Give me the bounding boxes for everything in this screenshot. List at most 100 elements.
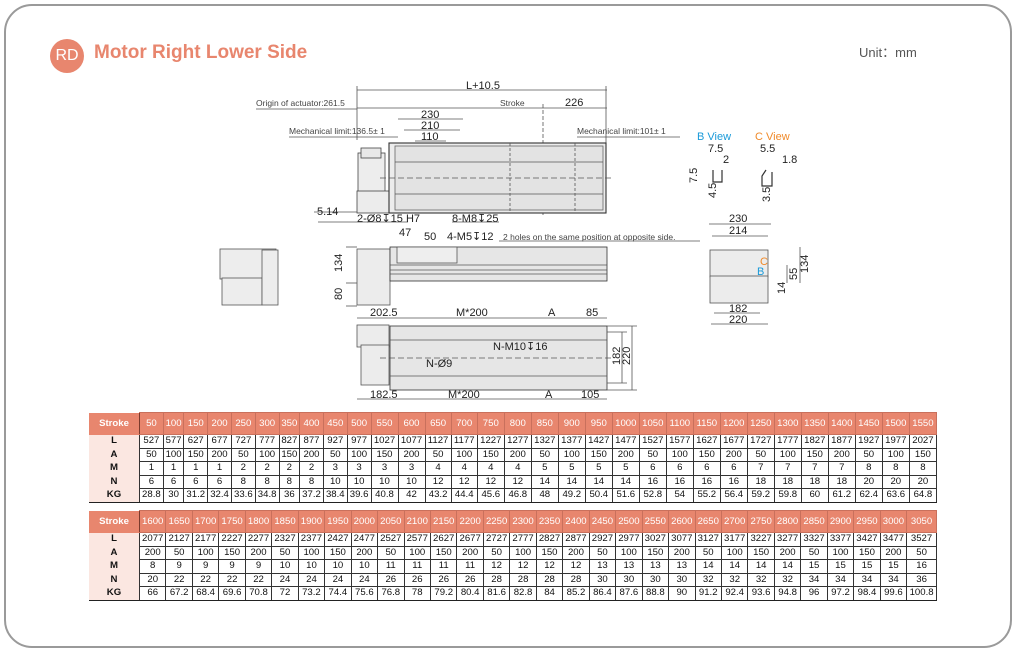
- table-cell: 4: [450, 461, 478, 476]
- stroke-cell: 600: [397, 412, 426, 435]
- table-cell: 100: [191, 545, 220, 560]
- stroke-cell: 1950: [324, 510, 352, 533]
- stroke-cell: 3050: [906, 510, 937, 533]
- stroke-cell: 2700: [720, 510, 749, 533]
- dim-50: 50: [424, 231, 436, 243]
- table-cell: 6: [719, 461, 748, 476]
- table-cell: 5: [584, 461, 613, 476]
- table-cell: 80.4: [456, 586, 484, 601]
- table-cell: 50: [588, 545, 617, 560]
- top-view: [256, 86, 680, 223]
- stroke-cell: 350: [278, 412, 301, 435]
- table-cell: 8: [230, 474, 256, 489]
- table-cell: 2527: [377, 532, 405, 547]
- stroke-cell: 150: [183, 412, 209, 435]
- table-cell: 14: [773, 559, 802, 574]
- table-cell: 84: [535, 586, 564, 601]
- table-cell: 20: [908, 474, 938, 489]
- tap-m5-label: 4-M5↧12: [447, 231, 494, 243]
- table-cell: 8: [881, 461, 910, 476]
- stroke-cell: 1000: [611, 412, 640, 435]
- stroke-cell: 850: [530, 412, 559, 435]
- table-cell: 927: [322, 434, 348, 449]
- table-cell: 13: [615, 559, 643, 574]
- table-cell: 91.2: [694, 586, 722, 601]
- table-cell: 31.2: [183, 488, 209, 503]
- table-cell: 12: [562, 559, 590, 574]
- table-cell: 26: [377, 572, 405, 587]
- table-cell: 34: [879, 572, 908, 587]
- table-cell: 22: [218, 572, 246, 587]
- table-cell: 200: [456, 545, 484, 560]
- stroke-cell: 2150: [429, 510, 458, 533]
- stroke-cell: 1050: [638, 412, 667, 435]
- table-cell: 2827: [535, 532, 564, 547]
- dim-202-5: 202.5: [370, 307, 398, 319]
- table-cell: 14: [557, 474, 586, 489]
- stroke-cell: 100: [162, 412, 185, 435]
- table-cell: 97.2: [826, 586, 855, 601]
- table-cell: 46.8: [503, 488, 532, 503]
- table-cell: 92.4: [720, 586, 749, 601]
- table-cell: 36: [278, 488, 301, 503]
- table-cell: 1077: [397, 434, 426, 449]
- table-cell: 50: [139, 447, 164, 462]
- table-cell: 50: [800, 545, 828, 560]
- table-cell: 10: [346, 474, 372, 489]
- table-cell: 150: [535, 545, 564, 560]
- stroke-cell: 1350: [800, 412, 829, 435]
- dim-stroke: Stroke: [500, 98, 525, 108]
- table-cell: 100: [254, 447, 280, 462]
- stroke-cell: 1250: [746, 412, 775, 435]
- table-cell: 1577: [665, 434, 694, 449]
- table-cell: 63.6: [881, 488, 910, 503]
- table-cell: 14: [747, 559, 775, 574]
- stroke-cell: 1200: [719, 412, 748, 435]
- table-cell: 3277: [773, 532, 802, 547]
- table-cell: 24: [271, 572, 299, 587]
- table-cell: 66: [138, 586, 167, 601]
- table-cell: 11: [403, 559, 431, 574]
- table-cell: 1: [183, 461, 209, 476]
- dim-85: 85: [586, 307, 598, 319]
- table-cell: 150: [429, 545, 458, 560]
- table-cell: 200: [668, 545, 696, 560]
- table-cell: 32: [720, 572, 749, 587]
- table-cell: 64.8: [908, 488, 938, 503]
- stroke-cell: 2850: [800, 510, 828, 533]
- table-cell: 727: [230, 434, 256, 449]
- end-dim-55: 55: [788, 268, 800, 280]
- dim-80: 80: [333, 288, 345, 300]
- table-cell: 150: [324, 545, 352, 560]
- table-cell: 2377: [297, 532, 326, 547]
- stroke-cell: 400: [299, 412, 324, 435]
- stroke-cell: 1150: [692, 412, 721, 435]
- table-cell: 2677: [456, 532, 484, 547]
- stroke-cell: 2250: [482, 510, 511, 533]
- stroke-cell: 2400: [562, 510, 590, 533]
- table-cell: 54: [665, 488, 694, 503]
- table-cell: 6: [638, 461, 667, 476]
- table-cell: 18: [746, 474, 775, 489]
- table-cell: 67.2: [165, 586, 193, 601]
- header-label: Stroke: [89, 412, 140, 435]
- table-cell: 73.2: [297, 586, 326, 601]
- c-dim-1-8: 1.8: [782, 154, 797, 166]
- table-cell: 200: [611, 447, 640, 462]
- table-cell: 75.6: [350, 586, 379, 601]
- end-dim-230: 230: [729, 213, 747, 225]
- stroke-cell: 2450: [588, 510, 617, 533]
- table-cell: 24: [297, 572, 326, 587]
- table-cell: 16: [906, 559, 937, 574]
- stroke-cell: 1450: [854, 412, 883, 435]
- table-cell: 50: [230, 447, 256, 462]
- table-cell: 50: [322, 447, 348, 462]
- table-cell: 6: [692, 461, 721, 476]
- table-cell: 76.8: [377, 586, 405, 601]
- table-cell: 200: [397, 447, 426, 462]
- stroke-cell: 2000: [350, 510, 379, 533]
- table-cell: 18: [773, 474, 802, 489]
- stroke-cell: 550: [370, 412, 399, 435]
